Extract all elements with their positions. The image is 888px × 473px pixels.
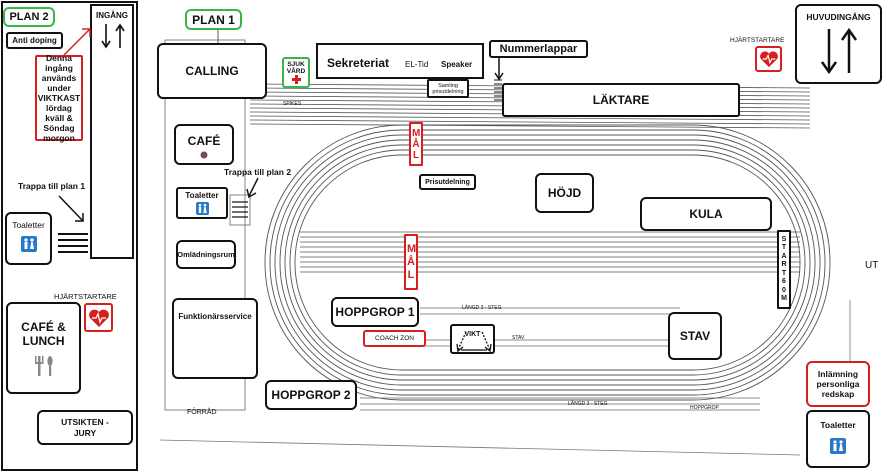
- start-60m-box: START 60 M: [777, 230, 791, 309]
- hoppgrop1-box: HOPPGROP 1: [331, 297, 419, 327]
- nummerlappar-box: Nummerlappar: [489, 40, 588, 58]
- anti-doping-box: Anti doping: [6, 32, 63, 49]
- kula-box: KULA: [640, 197, 772, 231]
- prisutdelning-box: Prisutdelning: [419, 174, 476, 190]
- coffee-cup-icon: [200, 151, 208, 159]
- plan2-panel: [1, 1, 138, 471]
- cutlery-icon: [34, 356, 53, 376]
- vikt-box: VIKT: [450, 324, 495, 354]
- trappa-plan1-label: Trappa till plan 1: [18, 181, 86, 191]
- laktare-box: LÄKTARE: [502, 83, 740, 117]
- speaker-label: Speaker: [441, 60, 473, 69]
- cafe-lunch-label: CAFÉ & LUNCH: [21, 320, 66, 348]
- inlamning-box: Inlämning personliga redskap: [806, 361, 870, 407]
- cafe-label: CAFÉ: [187, 134, 221, 148]
- red-cross-icon: [291, 75, 301, 84]
- stairs-icon: [58, 233, 88, 253]
- landd-label-2: LÄNGD 3 - STEG: [568, 401, 608, 407]
- heart-defibrillator-icon: [88, 309, 109, 327]
- vikt-label: VIKT: [464, 330, 481, 338]
- sjukvard-label: SJUK VÅRD: [286, 61, 306, 75]
- funktionarsservice-label: Funktionärsservice: [178, 312, 252, 321]
- toilet-icon: [195, 202, 209, 215]
- el-tid-label: EL-Tid: [405, 60, 429, 69]
- sekreteriat-block: [316, 43, 484, 79]
- heart-defibrillator-icon: [759, 51, 778, 68]
- plan2-ingang-label: INGÅNG: [96, 11, 128, 20]
- plan2-hjartstartare-label: HJÄRTSTARTARE: [54, 292, 117, 301]
- hoppgrop-floor-label: HOPPGROP: [690, 405, 719, 411]
- toilet-icon: [20, 236, 37, 252]
- omladningsrum-box: Omlädningsrum: [176, 240, 236, 269]
- plan1-hjartstartare-label: HJÄRTSTARTARE: [730, 37, 785, 44]
- hoppgrop2-box: HOPPGROP 2: [265, 380, 357, 410]
- start-60m-label: START 60 M: [781, 235, 787, 303]
- cafe-lunch-box: CAFÉ & LUNCH: [6, 302, 81, 394]
- spikes-label: SPIKES: [283, 101, 302, 107]
- samling-prisutdelning-box: Samling prisutdelning: [427, 79, 469, 98]
- hojd-box: HÖJD: [535, 173, 594, 213]
- nummerlappar-arrow-icon: [494, 58, 504, 81]
- landd-label-1: LÄNGD 3 - STEG: [462, 305, 502, 311]
- plan1-toilet-box: Toaletter: [176, 187, 228, 219]
- trappa-plan2-arrow-icon: [246, 177, 259, 199]
- finish-line-bottom: MÅL: [404, 234, 418, 290]
- notice-pointer-arrow-icon: [63, 28, 91, 56]
- vikt-arrows-icon: [456, 331, 492, 353]
- coach-zon-box: COACH ZON: [363, 330, 426, 347]
- plan2-toilet-box: Toaletter: [5, 212, 52, 265]
- finish-line-top-label: MÅL: [412, 127, 421, 161]
- forrad-label: FÖRRÅD: [187, 409, 217, 416]
- finish-line-bottom-label: MÅL: [407, 242, 417, 281]
- plan2-title: PLAN 2: [3, 7, 55, 27]
- stav-lane-label: STAV: [512, 335, 525, 341]
- right-toilet-box: Toaletter: [806, 410, 870, 468]
- ut-label: UT: [865, 260, 879, 271]
- plan2-ingang-arrows-icon: [101, 23, 125, 49]
- stav-box: STAV: [668, 312, 722, 360]
- funktionarsservice-box: Funktionärsservice: [172, 298, 258, 379]
- right-toilet-label: Toaletter: [820, 420, 856, 430]
- entrance-arrows-icon: [820, 27, 857, 75]
- plan2-defibrillator: [84, 303, 113, 332]
- trappa-plan1-arrow-icon: [58, 195, 84, 222]
- huvudingang-label: HUVUDINGÅNG: [806, 12, 871, 22]
- plan2-ingang-column: [90, 4, 134, 259]
- sjukvard-box: SJUK VÅRD: [282, 57, 310, 88]
- calling-box: CALLING: [157, 43, 267, 99]
- cafe-box: CAFÉ: [174, 124, 234, 165]
- toilet-icon: [830, 438, 846, 454]
- plan1-title: PLAN 1: [185, 9, 242, 30]
- trappa-plan2-label: Trappa till plan 2: [224, 167, 292, 177]
- plan1-toilet-label: Toaletter: [185, 191, 219, 200]
- entrance-notice: Denna ingång används under VIKTKAST lörd…: [35, 53, 83, 143]
- finish-line-top: MÅL: [409, 122, 423, 166]
- sekreteriat-label: Sekreteriat: [327, 56, 390, 70]
- plan1-defibrillator: [755, 46, 782, 72]
- plan2-toilet-label: Toaletter: [12, 220, 45, 230]
- huvudingang-box: HUVUDINGÅNG: [795, 4, 882, 84]
- utsikten-jury-box: UTSIKTEN - JURY: [37, 410, 133, 445]
